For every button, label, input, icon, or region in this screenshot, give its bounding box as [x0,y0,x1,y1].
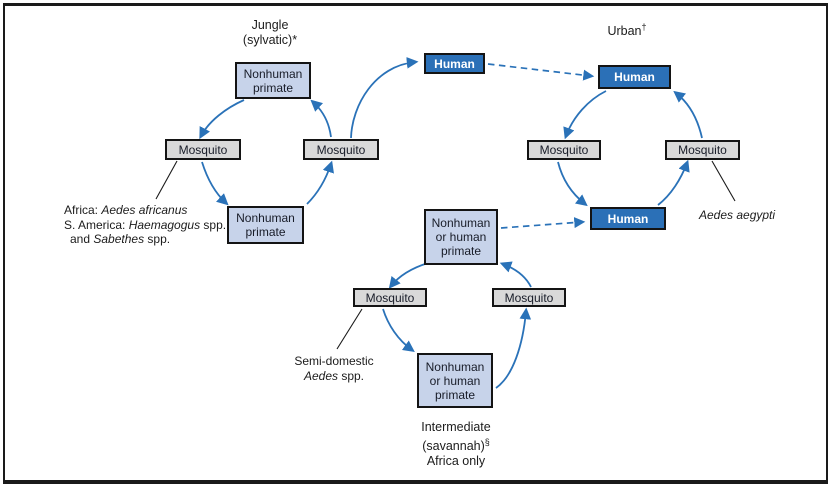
intermediate-title-line1: Intermediate [421,420,491,434]
urban-right-mosquito-box: Mosquito [665,140,740,160]
urban-top-human-box: Human [598,65,671,89]
figure-border [3,3,828,484]
intermediate-cycle-title: Intermediate (savannah)§ Africa only [398,420,514,469]
arrow-int-right-mosquito-to-primate [499,261,532,288]
arrow-urban-right-mosquito-to-human [673,90,703,139]
arrow-jungle-left-mosquito-to-primate [201,161,229,206]
arrow-urban-left-mosquito-to-human [557,161,588,207]
intermediate-vector-line1: Semi-domestic [294,354,374,368]
arrow-int-primate-to-left-mosquito [388,262,429,289]
dashed-arrow-primate-to-urban-human [500,217,586,229]
jungle-title-line2: (sylvatic)* [242,33,298,47]
jungle-title-line1: Jungle [251,18,289,32]
intermediate-right-mosquito-box: Mosquito [492,288,566,307]
intermediate-title-section-sign: § [484,437,490,447]
jungle-vectors-line1-species: Aedes africanus [101,203,188,217]
intermediate-vector-suffix: spp. [338,368,365,383]
dashed-arrow-human-to-urban-human [487,63,595,81]
jungle-cycle-title: Jungle (sylvatic)* [215,18,325,48]
jungle-vectors-line1-prefix: Africa: [64,203,102,217]
pointer-line-intermediate-vector [336,308,363,350]
intermediate-vector-note: Semi-domestic Aedes spp. [288,354,380,383]
jungle-top-nonhuman-primate-box: Nonhuman primate [235,62,311,99]
urban-vector-note: Aedes aegypti [699,208,776,222]
urban-title-text: Urban [607,24,642,39]
jungle-bottom-nonhuman-primate-box: Nonhuman primate [227,206,304,244]
jungle-vectors-line3: and Sabethes spp. [64,232,226,247]
arrow-int-primate-to-right-mosquito [495,307,532,389]
jungle-vectors-line1: Africa: Aedes africanus [64,203,226,218]
arrow-urban-human-to-right-mosquito [657,159,690,206]
jungle-left-mosquito-box: Mosquito [165,139,241,160]
jungle-vectors-line2-species: Haemagogus [128,217,201,232]
jungle-vectors-note: Africa: Aedes africanus S. America: Haem… [64,203,226,247]
intermediate-left-mosquito-box: Mosquito [353,288,427,307]
arrow-jungle-middle-mosquito-to-primate [310,99,332,138]
jungle-vectors-line2-suffix: spp. [200,217,227,232]
jungle-vectors-line3-species: Sabethes [93,232,145,246]
urban-cycle-title: Urban† [577,20,677,39]
jungle-right-mosquito-box: Mosquito [303,139,379,160]
intermediate-title-savannah: (savannah) [422,439,485,454]
pointer-line-urban-vector [711,160,736,202]
pointer-line-jungle-vectors [155,160,178,200]
intermediate-vector-species: Aedes [303,368,338,383]
intermediate-title-line3: Africa only [426,454,486,469]
arrow-jungle-primate-to-middle-mosquito [306,160,334,205]
intermediate-top-primate-box: Nonhuman or human primate [424,209,498,265]
urban-title-dagger: † [641,22,647,32]
urban-left-mosquito-box: Mosquito [527,140,601,160]
intermediate-title-line2: (savannah)§ [398,435,514,454]
jungle-vectors-line3-prefix: and [70,232,94,246]
jungle-vectors-line2-prefix: S. America: [64,217,129,232]
intermediate-vector-line2: Aedes spp. [288,369,380,384]
arrow-urban-human-to-left-mosquito [563,90,607,140]
intermediate-bottom-primate-box: Nonhuman or human primate [417,353,493,408]
arrow-jungle-primate-to-left-mosquito [199,99,245,140]
jungle-vectors-line3-suffix: spp. [144,232,171,246]
bridge-human-box: Human [424,53,485,74]
arrow-middle-mosquito-to-human [350,57,419,139]
arrow-int-left-mosquito-to-primate [382,308,415,353]
urban-bottom-human-box: Human [590,207,666,230]
jungle-vectors-line2: S. America: Haemagogus spp. [64,218,226,233]
